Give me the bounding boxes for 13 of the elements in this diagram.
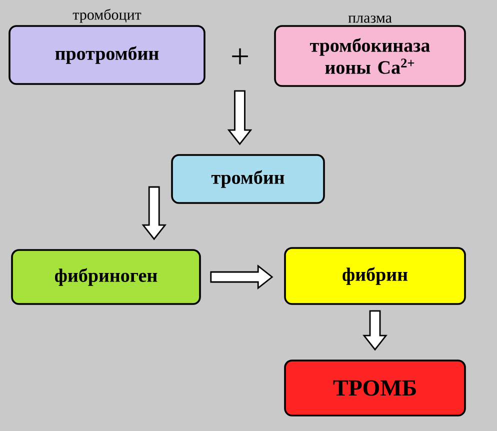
- block-arrow: [362, 310, 388, 351]
- plus-sign: +: [232, 48, 248, 64]
- block-arrow: [142, 186, 167, 240]
- process-box: ТРОМБ: [284, 360, 466, 416]
- process-box: тромбин: [171, 154, 325, 204]
- block-arrow: [210, 264, 274, 290]
- process-box: протромбин: [8, 25, 206, 85]
- process-box: тромбокиназа ионы Ca$^{2+}$: [274, 25, 466, 87]
- process-box: фибрин: [284, 247, 466, 305]
- process-box: фибриноген: [11, 249, 201, 305]
- heading-label: тромбоцит: [72, 8, 142, 23]
- block-arrow: [227, 90, 252, 146]
- heading-label: плазма: [348, 16, 392, 23]
